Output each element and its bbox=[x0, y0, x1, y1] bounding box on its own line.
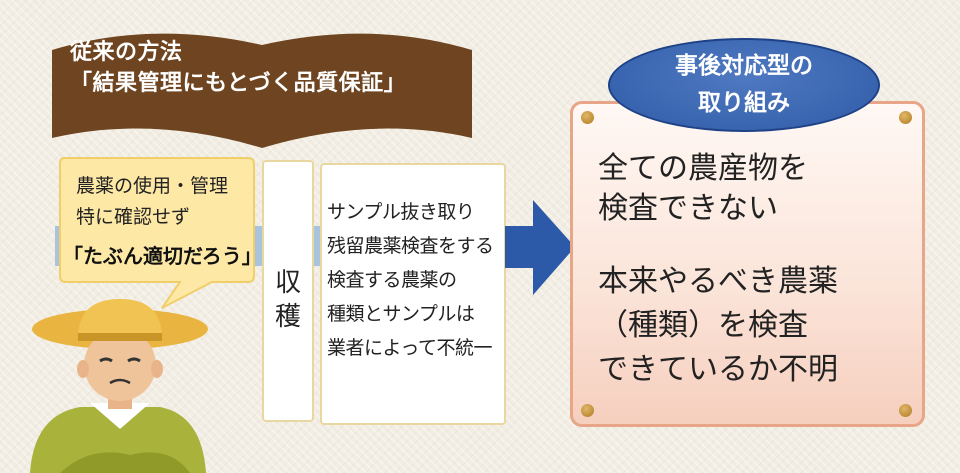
response-title-badge bbox=[608, 38, 880, 132]
bubble-emphasis: 「たぶん適切だろう」 bbox=[63, 244, 262, 268]
pin-icon bbox=[899, 404, 912, 417]
harvest-label: 収 bbox=[274, 268, 301, 298]
sample-text-line: 残留農薬検査をする bbox=[327, 235, 494, 257]
response-panel bbox=[570, 101, 925, 427]
panel-text-line: 検査できない bbox=[598, 191, 778, 226]
panel-text-line: 本来やるべき農薬 bbox=[598, 264, 838, 299]
book-banner bbox=[52, 33, 472, 148]
response-title: 事後対応型の bbox=[675, 53, 813, 79]
arrow-right-icon bbox=[505, 200, 575, 295]
harvest-label: 穫 bbox=[274, 302, 301, 332]
harvest-box bbox=[262, 160, 314, 422]
pin-icon bbox=[581, 404, 594, 417]
header-subtitle: 「結果管理にもとづく品質保証」 bbox=[70, 71, 407, 96]
speech-bubble bbox=[59, 157, 255, 309]
panel-text-line: （種類）を検査 bbox=[598, 308, 808, 343]
sample-text-line: サンプル抜き取り bbox=[327, 201, 475, 223]
pin-icon bbox=[581, 111, 594, 124]
sample-text-line: 検査する農薬の bbox=[327, 269, 457, 291]
panel-text-line: 全ての農産物を bbox=[598, 151, 808, 186]
pin-icon bbox=[899, 111, 912, 124]
bubble-text-line: 特に確認せず bbox=[76, 206, 191, 228]
sample-inspection-box bbox=[320, 163, 506, 425]
sample-text-line: 業者によって不統一 bbox=[327, 337, 492, 359]
header-title: 従来の方法 bbox=[70, 40, 183, 65]
response-title: 取り組み bbox=[698, 90, 790, 116]
panel-text-line: できているか不明 bbox=[598, 352, 838, 387]
farmer-illustration bbox=[30, 299, 208, 473]
sample-text-line: 種類とサンプルは bbox=[327, 303, 475, 325]
bubble-text-line: 農薬の使用・管理 bbox=[76, 175, 229, 197]
